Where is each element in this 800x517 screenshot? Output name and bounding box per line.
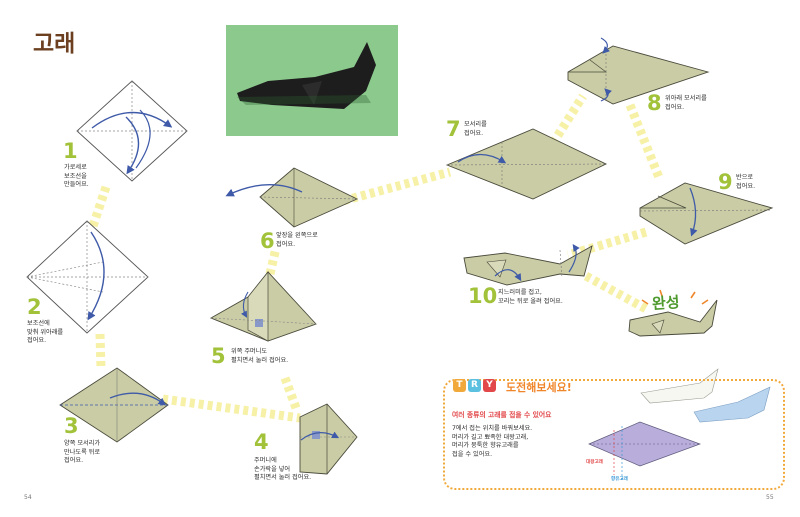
step1-diagram bbox=[76, 80, 188, 182]
step2-number: 2 bbox=[27, 295, 42, 319]
page-number-left: 54 bbox=[24, 494, 32, 501]
label-blue-whale: 대왕고래 bbox=[586, 460, 603, 465]
step2-text: 보조선에 맞춰 위아래를 접어요. bbox=[27, 320, 64, 345]
try-letter-r: R bbox=[468, 379, 481, 392]
step7-text: 모서리를 접어요. bbox=[464, 121, 487, 137]
step6-diagram bbox=[225, 167, 359, 228]
step10-number: 10 bbox=[468, 284, 498, 308]
step9-number: 9 bbox=[718, 170, 733, 194]
white-whale bbox=[640, 368, 719, 404]
step5-number: 5 bbox=[211, 344, 226, 368]
try-tag: T R Y bbox=[453, 379, 496, 392]
try-letter-t: T bbox=[453, 379, 466, 392]
try-fold-diagram bbox=[588, 421, 702, 481]
step3-text: 양쪽 모서리가 만나도록 뒤로 접어요. bbox=[64, 440, 101, 465]
step1-text: 가로세로 보조선을 만들어요. bbox=[64, 164, 89, 189]
try-subtitle: 여러 종류의 고래를 접을 수 있어요 bbox=[452, 411, 552, 419]
step6-text: 앞장을 왼쪽으로 접어요. bbox=[276, 232, 318, 248]
step8-text: 위아래 모서리를 접어요. bbox=[665, 95, 707, 111]
step7-number: 7 bbox=[446, 117, 461, 141]
completed-whale bbox=[628, 299, 718, 337]
step4-text: 주머니에 손가락을 넣어 펼치면서 눌러 접어요. bbox=[254, 457, 312, 482]
step10-text: 지느러미를 접고, 꼬리는 뒤로 올려 접어요. bbox=[498, 289, 563, 305]
step4-number: 4 bbox=[254, 430, 269, 454]
step8-diagram bbox=[567, 37, 710, 105]
label-sperm-whale: 향유고래 bbox=[611, 477, 628, 482]
step3-diagram bbox=[59, 367, 169, 443]
try-letter-y: Y bbox=[483, 379, 496, 392]
step7-diagram bbox=[445, 128, 608, 200]
step3-number: 3 bbox=[64, 414, 79, 438]
step5-diagram bbox=[209, 271, 317, 342]
blue-whale bbox=[693, 386, 771, 423]
step6-number: 6 bbox=[260, 229, 275, 253]
step8-number: 8 bbox=[647, 91, 662, 115]
step1-number: 1 bbox=[63, 139, 78, 163]
try-section-box bbox=[443, 379, 785, 490]
complete-burst-icon bbox=[641, 289, 709, 305]
step9-diagram bbox=[639, 182, 774, 245]
complete-label: 완성 bbox=[651, 293, 681, 313]
page-title: 고래 bbox=[33, 31, 76, 57]
step2-diagram bbox=[26, 220, 149, 334]
step4-diagram bbox=[299, 403, 358, 475]
step9-text: 반으로 접어요. bbox=[736, 174, 756, 190]
page-number-right: 55 bbox=[766, 494, 774, 501]
step5-text: 위쪽 주머니도 펼치면서 눌러 접어요. bbox=[231, 348, 289, 364]
try-title: 도전해보세요! bbox=[506, 381, 572, 394]
try-body-text: 7에서 접는 위치를 바꿔보세요. 머리가 길고 뾰족한 대왕고래, 머리가 뭉… bbox=[452, 425, 533, 458]
step10-diagram bbox=[463, 244, 593, 286]
whale-photo bbox=[226, 25, 398, 136]
